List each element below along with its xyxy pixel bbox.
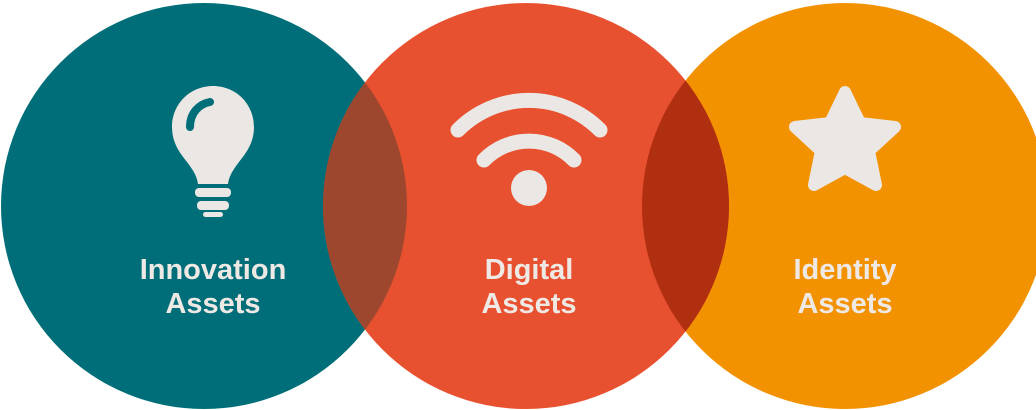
identity-label: Identity Assets bbox=[793, 254, 896, 320]
wifi-icon bbox=[450, 93, 608, 206]
digital-label: Digital Assets bbox=[481, 254, 576, 320]
digital-circle bbox=[323, 3, 729, 409]
innovation-label-line1: Innovation bbox=[140, 254, 287, 286]
identity-circle bbox=[642, 3, 1036, 409]
identity-label-line1: Identity bbox=[793, 254, 896, 286]
lightbulb-icon bbox=[172, 86, 254, 217]
innovation-label-line2: Assets bbox=[165, 288, 260, 320]
digital-label-line2: Assets bbox=[481, 288, 576, 320]
digital-label-line1: Digital bbox=[485, 254, 574, 286]
identity-label-line2: Assets bbox=[797, 288, 892, 320]
innovation-label: Innovation Assets bbox=[140, 254, 287, 320]
star-icon bbox=[789, 86, 901, 191]
